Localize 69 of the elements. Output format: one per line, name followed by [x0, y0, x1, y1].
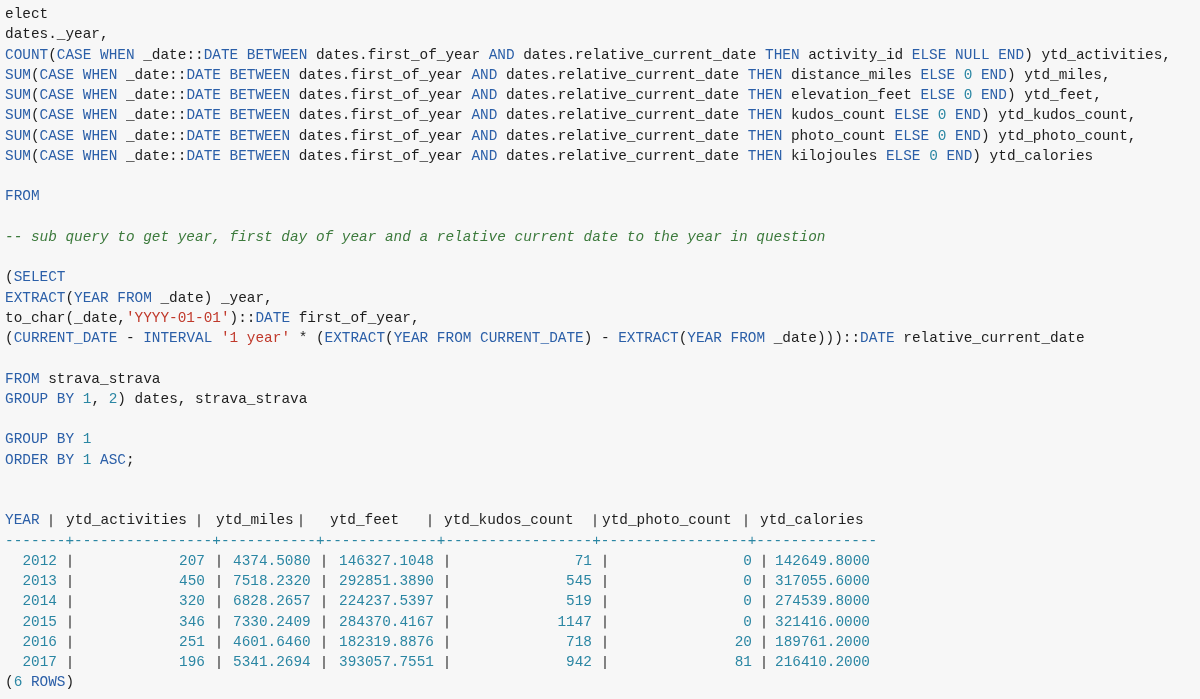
code-line: GROUP BY 1, 2) dates, strava_strava	[5, 389, 308, 408]
table-cell: 0	[743, 592, 752, 611]
code-line: FROM strava_strava	[5, 369, 161, 388]
code-line: SUM(CASE WHEN _date::DATE BETWEEN dates.first_of_year AND dates.relative_current_date THEN kudos_count ELSE 0 END) ytd_kudos_count,	[5, 106, 1137, 125]
table-cell: 718	[566, 632, 592, 651]
table-cell: 196	[179, 653, 205, 671]
table-cell: 6828.2657	[233, 592, 311, 611]
table-cell: 321416.0000	[775, 612, 870, 631]
code-comment: -- sub query to get year, first day of year and a relative current date to the year in question	[5, 227, 826, 246]
table-cell: 292851.3890	[339, 572, 434, 590]
table-cell: 320	[179, 592, 205, 611]
table-cell: 81	[734, 653, 752, 671]
table-cell: 4601.6460	[233, 632, 311, 651]
table-cell: 0	[743, 612, 752, 631]
table-cell: 20	[734, 632, 752, 651]
table-cell: 189761.2000	[775, 632, 870, 651]
table-cell: 146327.1048	[339, 551, 434, 570]
column-header: ytd_activities	[66, 511, 187, 530]
code-line: (CURRENT_DATE - INTERVAL '1 year' * (EXTRACT(YEAR FROM CURRENT_DATE) - EXTRACT(YEAR FROM _date)))::DATE relative_current_date	[5, 329, 1085, 347]
table-cell: 251	[179, 632, 205, 651]
column-header: ytd_kudos_count	[444, 511, 574, 530]
table-cell: 182319.8876	[339, 632, 434, 651]
table-cell: 7330.2409	[233, 612, 311, 631]
table-cell: 2016	[22, 632, 57, 651]
table-cell: 317055.6000	[775, 572, 870, 590]
code-line: to_char(_date,'YYYY-01-01')::DATE first_of_year,	[5, 308, 420, 327]
table-cell: 4374.5080	[233, 551, 311, 570]
table-cell: 5341.2694	[233, 653, 311, 671]
column-header: ytd_feet	[330, 511, 400, 530]
table-cell: 2012	[22, 551, 57, 570]
table-cell: 2015	[22, 612, 57, 631]
code-line: SUM(CASE WHEN _date::DATE BETWEEN dates.first_of_year AND dates.relative_current_date THEN photo_count ELSE 0 END) ytd_photo_count,	[5, 126, 1137, 145]
table-cell: 142649.8000	[775, 551, 870, 570]
code-line: COUNT(CASE WHEN _date::DATE BETWEEN dates.first_of_year AND dates.relative_current_date THEN activity_id ELSE NULL END) ytd_activities,	[5, 45, 1171, 64]
table-cell: 2014	[22, 592, 57, 611]
table-cell: 545	[566, 572, 592, 590]
table-cell: 942	[566, 653, 592, 671]
code-line: EXTRACT(YEAR FROM _date) _year,	[5, 288, 273, 307]
table-cell: 71	[574, 551, 592, 570]
code-line: GROUP BY 1	[5, 430, 92, 449]
row-count: (6 ROWS)	[5, 673, 75, 692]
code-line: (SELECT	[5, 268, 66, 287]
column-header: ytd_photo_count	[602, 511, 732, 530]
table-cell: 393057.7551	[339, 653, 434, 671]
code-line: elect	[5, 5, 49, 23]
code-line: SUM(CASE WHEN _date::DATE BETWEEN dates.first_of_year AND dates.relative_current_date THEN distance_miles ELSE 0 END) ytd_miles,	[5, 65, 1111, 84]
code-line: dates._year,	[5, 25, 109, 44]
table-cell: 274539.8000	[775, 592, 870, 611]
column-header: YEAR	[5, 511, 40, 530]
table-cell: 2017	[22, 653, 57, 671]
table-cell: 207	[179, 551, 205, 570]
column-header: ytd_calories	[760, 511, 864, 530]
code-line: FROM	[5, 187, 40, 206]
table-cell: 224237.5397	[339, 592, 434, 611]
column-header: ytd_miles	[216, 511, 294, 530]
table-cell: 346	[179, 612, 205, 631]
table-cell: 519	[566, 592, 592, 611]
code-line: ORDER BY 1 ASC;	[5, 450, 135, 469]
table-cell: 2013	[22, 572, 57, 590]
code-line: SUM(CASE WHEN _date::DATE BETWEEN dates.first_of_year AND dates.relative_current_date THEN kilojoules ELSE 0 END) ytd_calories	[5, 146, 1094, 165]
table-cell: 7518.2320	[233, 572, 311, 590]
table-separator: -------+----------------+-----------+-------------+-----------------+-----------------+--------------	[5, 531, 878, 550]
table-cell: 1147	[557, 612, 592, 631]
table-cell: 450	[179, 572, 205, 590]
table-cell: 0	[743, 572, 752, 590]
table-cell: 0	[743, 551, 752, 570]
table-cell: 284370.4167	[339, 612, 434, 631]
table-cell: 216410.2000	[775, 653, 870, 671]
code-line: SUM(CASE WHEN _date::DATE BETWEEN dates.first_of_year AND dates.relative_current_date THEN elevation_feet ELSE 0 END) ytd_feet,	[5, 86, 1102, 104]
